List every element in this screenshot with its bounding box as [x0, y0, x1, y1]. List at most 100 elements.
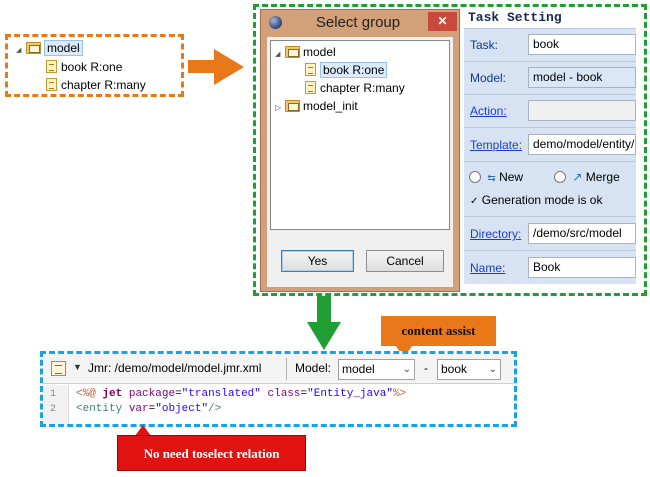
jet-directive-open: <%@	[76, 388, 96, 400]
var-value: "object"	[155, 403, 209, 415]
merge-icon: ↗	[572, 170, 583, 184]
model-select[interactable]: model ⌄	[338, 359, 415, 380]
code-line[interactable]: <%@ jet package="translated" class="Enti…	[76, 388, 406, 400]
tree-item-book[interactable]: book R:one	[46, 59, 122, 76]
directory-field[interactable]: /demo/src/model	[528, 223, 636, 244]
dropdown-arrow-icon[interactable]: ▼	[73, 362, 82, 372]
select-separator: -	[424, 361, 428, 375]
action-field[interactable]	[528, 100, 636, 121]
entity-file-icon	[46, 60, 57, 73]
template-link[interactable]: Template:	[470, 138, 523, 152]
file-path-label: Jmr: /demo/model/model.jmr.xml	[88, 361, 262, 375]
task-row: Task: book	[464, 28, 636, 61]
generation-status-text: Generation mode is ok	[481, 193, 603, 207]
template-field[interactable]: demo/model/entity/	[528, 134, 636, 155]
model-label: Model:	[295, 361, 332, 375]
entity-tag-close: />	[208, 403, 222, 415]
generation-status: ✓ Generation mode is ok	[470, 193, 602, 207]
action-link[interactable]: Action:	[470, 104, 507, 118]
model-select-value: model	[342, 362, 375, 376]
tree-item-model[interactable]: ◢ model	[16, 40, 83, 57]
name-link[interactable]: Name:	[470, 261, 506, 275]
equals-sign: =	[175, 388, 182, 400]
entity-file-icon	[305, 63, 316, 76]
jet-directive-close: %>	[392, 388, 407, 400]
task-label: Task:	[470, 38, 499, 52]
package-icon	[285, 100, 300, 112]
new-file-icon: ⇆	[487, 173, 496, 184]
task-setting-panel: Task Setting Task: book Model: model - b…	[464, 8, 636, 293]
tree-item-label: model	[303, 45, 336, 59]
close-icon[interactable]: ✕	[428, 12, 457, 31]
package-value: "translated"	[181, 388, 261, 400]
chevron-down-icon[interactable]: ⌄	[488, 364, 497, 375]
orange-arrow-icon	[214, 49, 244, 85]
tree-item-label: model	[44, 40, 83, 56]
tree-item-model-init[interactable]: ▷ model_init	[275, 98, 358, 115]
equals-sign: =	[300, 388, 308, 400]
cancel-button[interactable]: Cancel	[366, 250, 444, 272]
jmr-file-icon[interactable]	[51, 361, 66, 376]
name-field[interactable]: Book	[528, 257, 636, 278]
expand-triangle-icon[interactable]: ◢	[275, 51, 281, 58]
callout-text: No need toselect relation	[143, 446, 280, 461]
new-radio[interactable]	[469, 171, 481, 183]
package-icon	[26, 42, 41, 54]
dialog-body: ◢ model book R:one chapter R:many ▷ model_…	[267, 37, 453, 287]
merge-radio[interactable]	[554, 171, 566, 183]
code-line[interactable]: <entity var="object"/>	[76, 403, 221, 415]
package-icon	[285, 46, 300, 58]
model-row: Model: model - book	[464, 61, 636, 94]
dialog-title: Select group	[315, 14, 401, 31]
tree-item-chapter[interactable]: chapter R:many	[46, 77, 146, 94]
merge-option[interactable]: ↗ Merge	[554, 170, 620, 184]
tree-item-label: book R:one	[320, 62, 388, 78]
equals-sign: =	[148, 403, 156, 415]
tree-item-label: chapter R:many	[61, 78, 146, 92]
entity-select[interactable]: book ⌄	[437, 359, 501, 380]
dialog-highlight-frame	[253, 4, 647, 296]
green-arrow-shaft	[317, 296, 331, 324]
directory-link[interactable]: Directory:	[470, 227, 522, 241]
tree-item-chapter[interactable]: chapter R:many	[305, 80, 405, 97]
merge-label: Merge	[585, 170, 620, 184]
tree-item-label: model_init	[303, 99, 358, 113]
select-group-dialog: Select group ✕ ◢ model book R:one chapter…	[260, 9, 460, 292]
content-assist-callout: content assist	[381, 316, 496, 346]
new-option[interactable]: ⇆ New	[469, 170, 523, 184]
class-value: "Entity_java"	[307, 388, 393, 400]
model-field[interactable]: model - book	[528, 67, 636, 88]
entity-file-icon	[46, 78, 57, 91]
dialog-title-bar[interactable]: Select group ✕	[261, 10, 459, 36]
eclipse-app-icon	[269, 16, 282, 29]
tree-item-label: chapter R:many	[320, 81, 405, 95]
code-area[interactable]: 1 2 <%@ jet package="translated" class="…	[43, 385, 514, 424]
entity-file-icon	[305, 81, 316, 94]
var-attribute: var	[128, 403, 149, 415]
collapse-triangle-icon[interactable]: ▷	[275, 103, 282, 112]
tree-item-model[interactable]: ◢ model	[275, 44, 336, 61]
expand-triangle-icon[interactable]: ◢	[16, 47, 22, 54]
check-icon: ✓	[470, 196, 479, 207]
yes-button[interactable]: Yes	[281, 250, 354, 272]
template-row: Template: demo/model/entity/	[464, 127, 636, 161]
task-field[interactable]: book	[528, 34, 636, 55]
entity-tag-open: <entity	[76, 403, 123, 415]
callout-pointer	[135, 425, 151, 436]
toolbar-divider	[286, 358, 287, 380]
group-tree[interactable]: ◢ model book R:one chapter R:many ▷ model_…	[270, 40, 450, 230]
relation-note-callout: No need toselect relation	[117, 435, 306, 471]
chevron-down-icon[interactable]: ⌄	[402, 364, 411, 375]
class-attribute: class	[267, 388, 301, 400]
package-attribute: package	[128, 388, 176, 400]
model-tree-panel: ◢ model book R:one chapter R:many	[5, 34, 184, 97]
action-row: Action:	[464, 94, 636, 127]
green-arrow-icon	[307, 322, 341, 350]
jmr-editor: ▼ Jmr: /demo/model/model.jmr.xml Model: …	[40, 351, 517, 427]
tree-item-book[interactable]: book R:one	[305, 62, 388, 79]
directory-row: Directory: /demo/src/model	[464, 216, 636, 250]
callout-text: content assist	[401, 323, 476, 338]
new-label: New	[499, 170, 524, 184]
line-number: 1	[50, 389, 57, 400]
tree-item-label: book R:one	[61, 60, 123, 74]
